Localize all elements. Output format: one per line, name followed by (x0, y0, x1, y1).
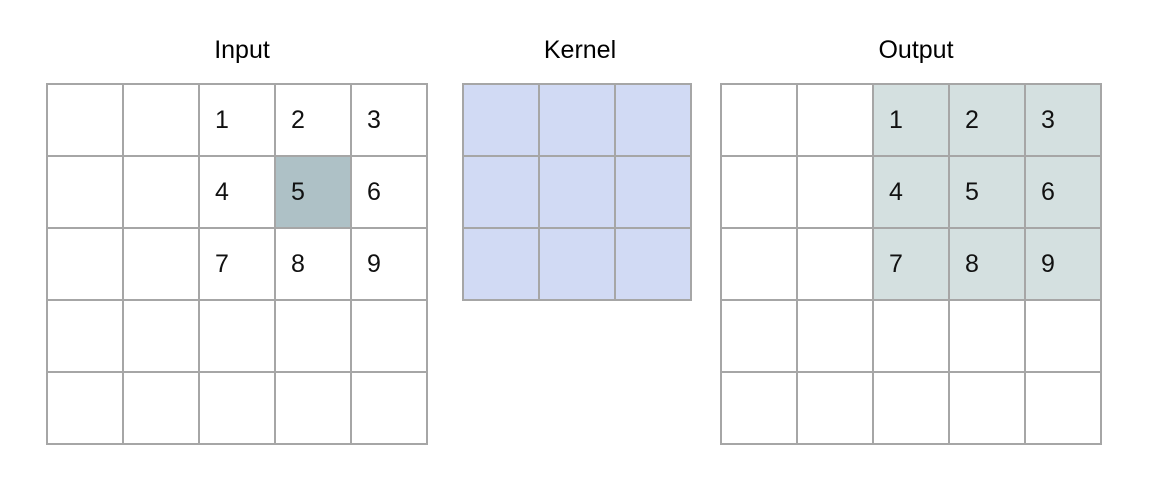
kernel-title: Kernel (543, 36, 617, 64)
input-cell-r1-c3: 5 (276, 157, 352, 229)
output-cell-r3-c0 (722, 301, 798, 373)
kernel-cell-r2-c2 (616, 229, 692, 301)
input-cell-r2-c2: 7 (200, 229, 276, 301)
kernel-grid (462, 83, 692, 301)
input-cell-r0-c3: 2 (276, 85, 352, 157)
input-cell-r0-c4: 3 (352, 85, 428, 157)
output-cell-r1-c1 (798, 157, 874, 229)
input-cell-r4-c0 (48, 373, 124, 445)
output-cell-r2-c0 (722, 229, 798, 301)
output-title: Output (878, 36, 954, 64)
input-cell-r3-c0 (48, 301, 124, 373)
output-cell-r3-c1 (798, 301, 874, 373)
input-cell-r0-c2: 1 (200, 85, 276, 157)
kernel-cell-r0-c2 (616, 85, 692, 157)
kernel-cell-r0-c1 (540, 85, 616, 157)
output-cell-r4-c2 (874, 373, 950, 445)
output-cell-r1-c0 (722, 157, 798, 229)
input-cell-r4-c2 (200, 373, 276, 445)
output-cell-r3-c4 (1026, 301, 1102, 373)
output-cell-r1-c4: 6 (1026, 157, 1102, 229)
input-cell-r1-c0 (48, 157, 124, 229)
output-cell-r2-c2: 7 (874, 229, 950, 301)
output-cell-r1-c2: 4 (874, 157, 950, 229)
kernel-cell-r2-c1 (540, 229, 616, 301)
input-cell-r3-c1 (124, 301, 200, 373)
output-cell-r4-c0 (722, 373, 798, 445)
input-cell-r4-c4 (352, 373, 428, 445)
input-cell-r2-c0 (48, 229, 124, 301)
output-cell-r2-c4: 9 (1026, 229, 1102, 301)
output-cell-r0-c3: 2 (950, 85, 1026, 157)
input-cell-r1-c1 (124, 157, 200, 229)
input-cell-r0-c1 (124, 85, 200, 157)
kernel-cell-r1-c0 (464, 157, 540, 229)
output-cell-r1-c3: 5 (950, 157, 1026, 229)
output-cell-r4-c3 (950, 373, 1026, 445)
input-cell-r2-c1 (124, 229, 200, 301)
kernel-cell-r1-c1 (540, 157, 616, 229)
input-cell-r1-c4: 6 (352, 157, 428, 229)
input-cell-r1-c2: 4 (200, 157, 276, 229)
input-cell-r3-c4 (352, 301, 428, 373)
input-cell-r3-c2 (200, 301, 276, 373)
input-cell-r2-c3: 8 (276, 229, 352, 301)
output-cell-r3-c3 (950, 301, 1026, 373)
output-cell-r2-c3: 8 (950, 229, 1026, 301)
output-cell-r4-c1 (798, 373, 874, 445)
output-cell-r0-c2: 1 (874, 85, 950, 157)
kernel-cell-r1-c2 (616, 157, 692, 229)
input-cell-r4-c3 (276, 373, 352, 445)
output-cell-r0-c1 (798, 85, 874, 157)
output-cell-r2-c1 (798, 229, 874, 301)
input-title: Input (214, 36, 270, 64)
output-cell-r3-c2 (874, 301, 950, 373)
input-cell-r0-c0 (48, 85, 124, 157)
output-cell-r0-c0 (722, 85, 798, 157)
input-cell-r3-c3 (276, 301, 352, 373)
kernel-cell-r0-c0 (464, 85, 540, 157)
input-cell-r4-c1 (124, 373, 200, 445)
input-cell-r2-c4: 9 (352, 229, 428, 301)
output-cell-r4-c4 (1026, 373, 1102, 445)
kernel-cell-r2-c0 (464, 229, 540, 301)
output-cell-r0-c4: 3 (1026, 85, 1102, 157)
